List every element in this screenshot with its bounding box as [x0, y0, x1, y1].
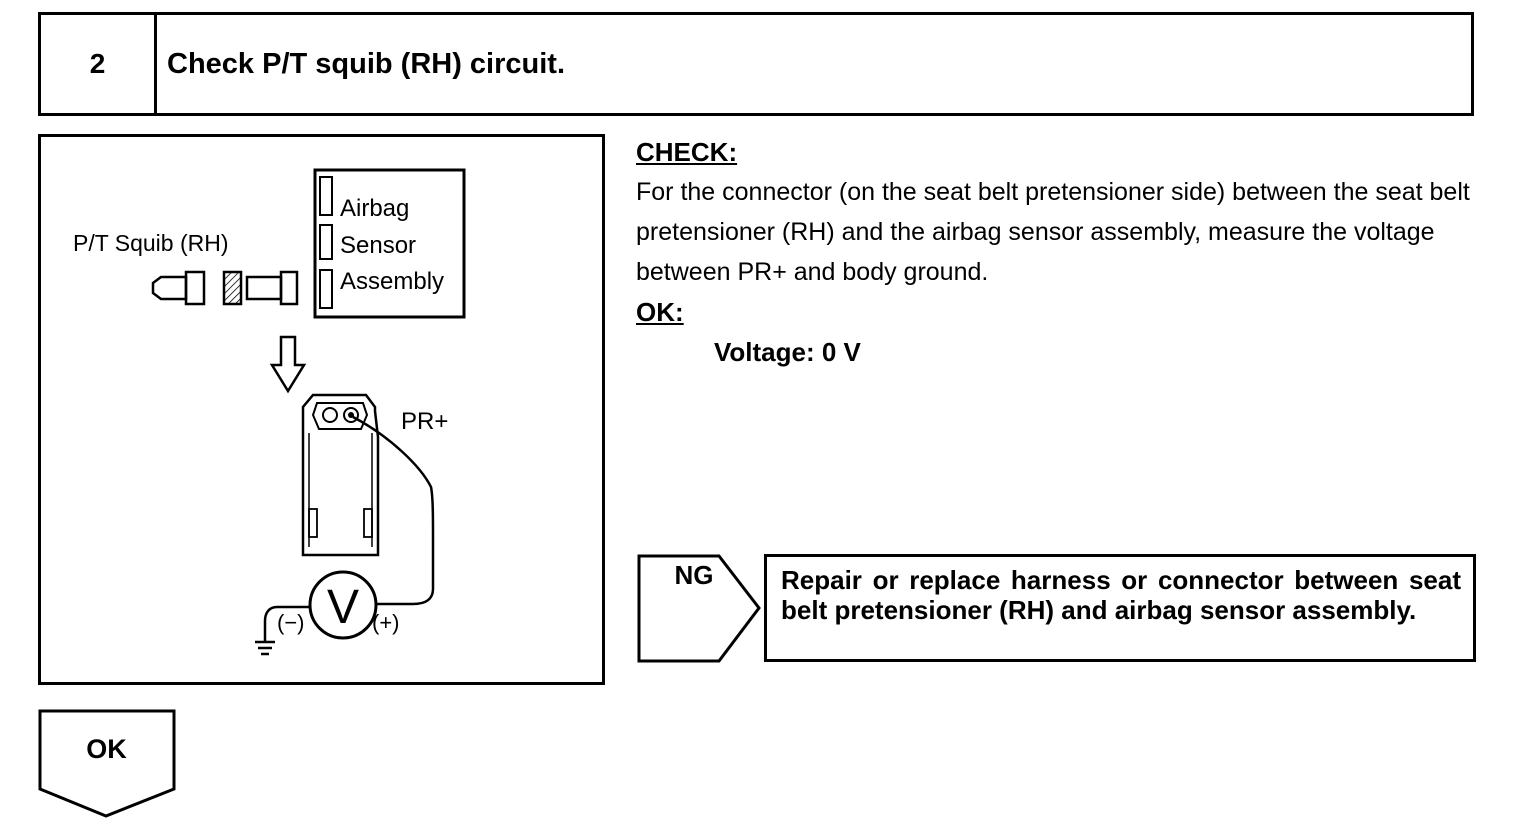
diagram-drawing: Airbag Sensor Assembly P/T Squib (RH) PR…	[73, 168, 466, 656]
step-header: 2 Check P/T squib (RH) circuit.	[38, 12, 1474, 116]
hatched-connector	[222, 270, 243, 306]
sensor-label-line1: Airbag	[340, 195, 409, 222]
ok-label: OK	[86, 734, 127, 764]
minus-label: (−)	[277, 610, 305, 635]
probe-wire-plus	[352, 415, 435, 606]
ground-wire	[263, 605, 310, 642]
ng-arrow-box	[637, 554, 761, 663]
down-arrow-icon	[269, 335, 307, 394]
check-section: CHECK: For the connector (on the seat be…	[636, 132, 1481, 372]
ok-heading: OK:	[636, 297, 684, 327]
check-instruction: For the connector (on the seat belt pret…	[636, 178, 1470, 286]
squib-plug	[151, 275, 188, 301]
ok-arrow-box	[38, 709, 176, 818]
squib-label: P/T Squib (RH)	[73, 230, 229, 256]
voltmeter-icon	[308, 570, 378, 640]
ng-action-text: Repair or replace harness or connector b…	[781, 565, 1461, 625]
sensor-label-line3: Assembly	[340, 268, 444, 295]
connector-front-view	[301, 393, 380, 557]
voltmeter-symbol: V	[327, 581, 359, 634]
check-heading: CHECK:	[636, 137, 738, 167]
step-title: Check P/T squib (RH) circuit.	[167, 47, 565, 80]
terminal-label: PR+	[401, 408, 448, 435]
plus-label: (+)	[372, 610, 400, 635]
wiring-diagram: Airbag Sensor Assembly P/T Squib (RH) PR…	[38, 134, 605, 685]
sensor-label-line2: Sensor	[340, 232, 416, 259]
airbag-sensor-box	[313, 168, 466, 319]
step-number: 2	[41, 15, 157, 113]
ng-label: NG	[674, 560, 714, 590]
ng-action-box: Repair or replace harness or connector b…	[764, 554, 1476, 662]
ok-spec-value: Voltage: 0 V	[714, 337, 861, 367]
